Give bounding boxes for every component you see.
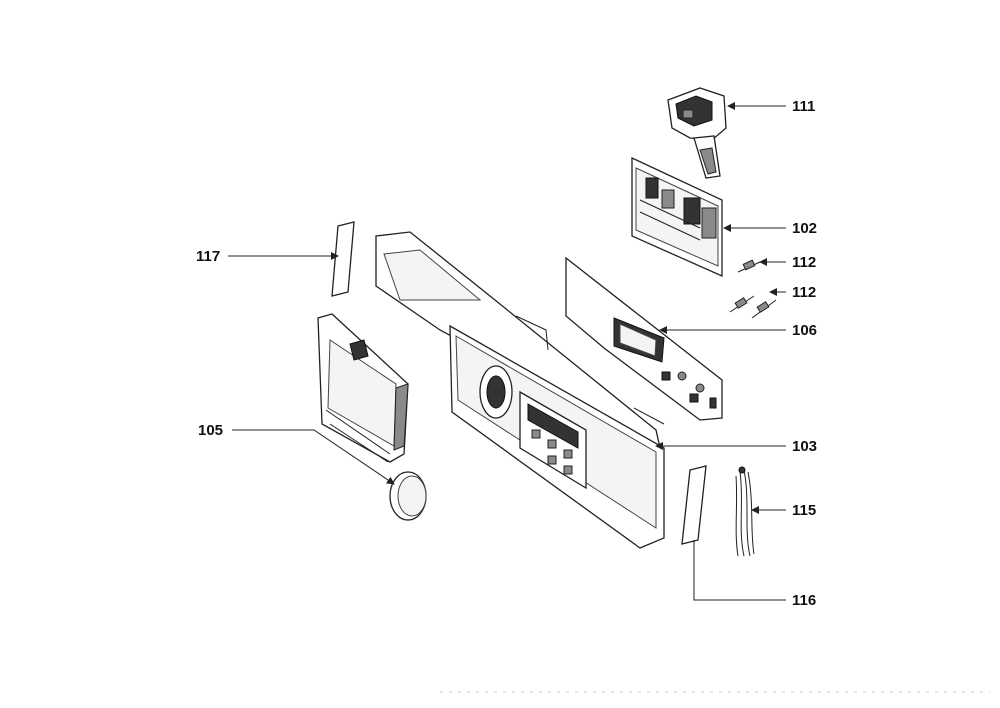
part-103-control-panel — [375, 231, 665, 549]
part-116-trim-strip — [681, 465, 707, 545]
part-105-drawer-handle — [317, 313, 409, 463]
callout-106: 106 — [792, 322, 817, 339]
callout-115: 115 — [792, 502, 816, 519]
callout-112b: 112 — [792, 284, 816, 301]
part-111-switch-assembly — [667, 87, 727, 179]
part-106-display-pcb — [565, 256, 723, 421]
part-102-control-board — [631, 156, 723, 278]
leader-lines — [228, 102, 786, 601]
callout-105: 105 — [198, 422, 223, 439]
callout-112a: 112 — [792, 254, 816, 271]
callout-116: 116 — [792, 592, 816, 609]
part-117-trim-strip — [331, 221, 355, 297]
callout-102: 102 — [792, 220, 817, 237]
callout-103: 103 — [792, 438, 817, 455]
callout-117: 117 — [196, 248, 220, 265]
part-105-round-cap — [389, 471, 427, 521]
callout-111: 111 — [792, 98, 815, 115]
part-115-wire-harness — [735, 466, 755, 557]
part-112-fuse-upper — [737, 259, 761, 273]
part-112-fuses-lower — [729, 295, 777, 319]
